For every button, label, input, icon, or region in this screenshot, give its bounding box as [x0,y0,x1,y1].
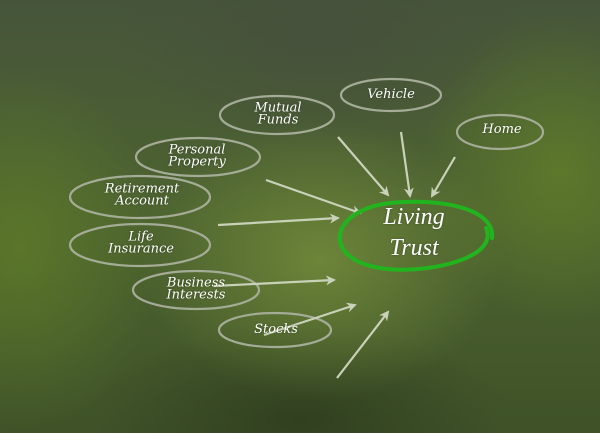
center-label-line2: Trust [389,235,439,261]
arrow-life-insurance [213,275,336,288]
node-mutual-funds-line1: Mutual [254,100,302,116]
arrow-business-interests [263,302,357,337]
node-personal-property-line2: Property [168,155,226,170]
node-ellipse-home [455,113,545,151]
living-trust-ring [337,199,495,272]
center-node-living-trust: Living Trust [383,202,444,264]
node-business-interests: Business Interests [166,275,226,303]
node-ellipse-retirement-account [68,174,212,220]
node-retirement-account-line2: Account [115,194,169,209]
node-personal-property: Personal Property [168,142,226,170]
node-stocks-line1: Stocks [254,321,298,337]
node-business-interests-line2: Interests [166,288,226,303]
node-vehicle-line1: Vehicle [367,86,415,102]
node-mutual-funds-line2: Funds [257,113,299,128]
node-business-interests-line1: Business [166,275,226,291]
arrow-vehicle [399,131,414,198]
node-home: Home [482,121,522,137]
node-ellipse-stocks [217,311,333,349]
node-life-insurance-line1: Life [128,229,154,245]
node-retirement-account: Retirement Account [104,181,180,209]
node-personal-property-line1: Personal [168,142,226,158]
node-ellipse-mutual-funds [218,94,336,136]
node-ellipse-business-interests [131,269,261,311]
node-ellipse-vehicle [339,77,443,113]
arrow-home [430,156,456,198]
node-home-line1: Home [482,121,522,137]
node-vehicle: Vehicle [367,86,415,102]
node-stocks: Stocks [254,321,298,337]
center-label-line1: Living [383,203,445,230]
node-ellipse-personal-property [134,136,262,178]
arrow-stocks [336,310,390,379]
arrow-mutual-funds [337,136,390,197]
node-life-insurance-line2: Insurance [108,242,174,257]
node-retirement-account-line1: Retirement [104,181,180,197]
arrow-retirement-account [217,213,340,227]
arrow-personal-property [265,178,362,216]
node-mutual-funds: Mutual Funds [254,100,302,128]
node-ellipse-life-insurance [68,222,212,268]
node-life-insurance: Life Insurance [108,229,174,257]
